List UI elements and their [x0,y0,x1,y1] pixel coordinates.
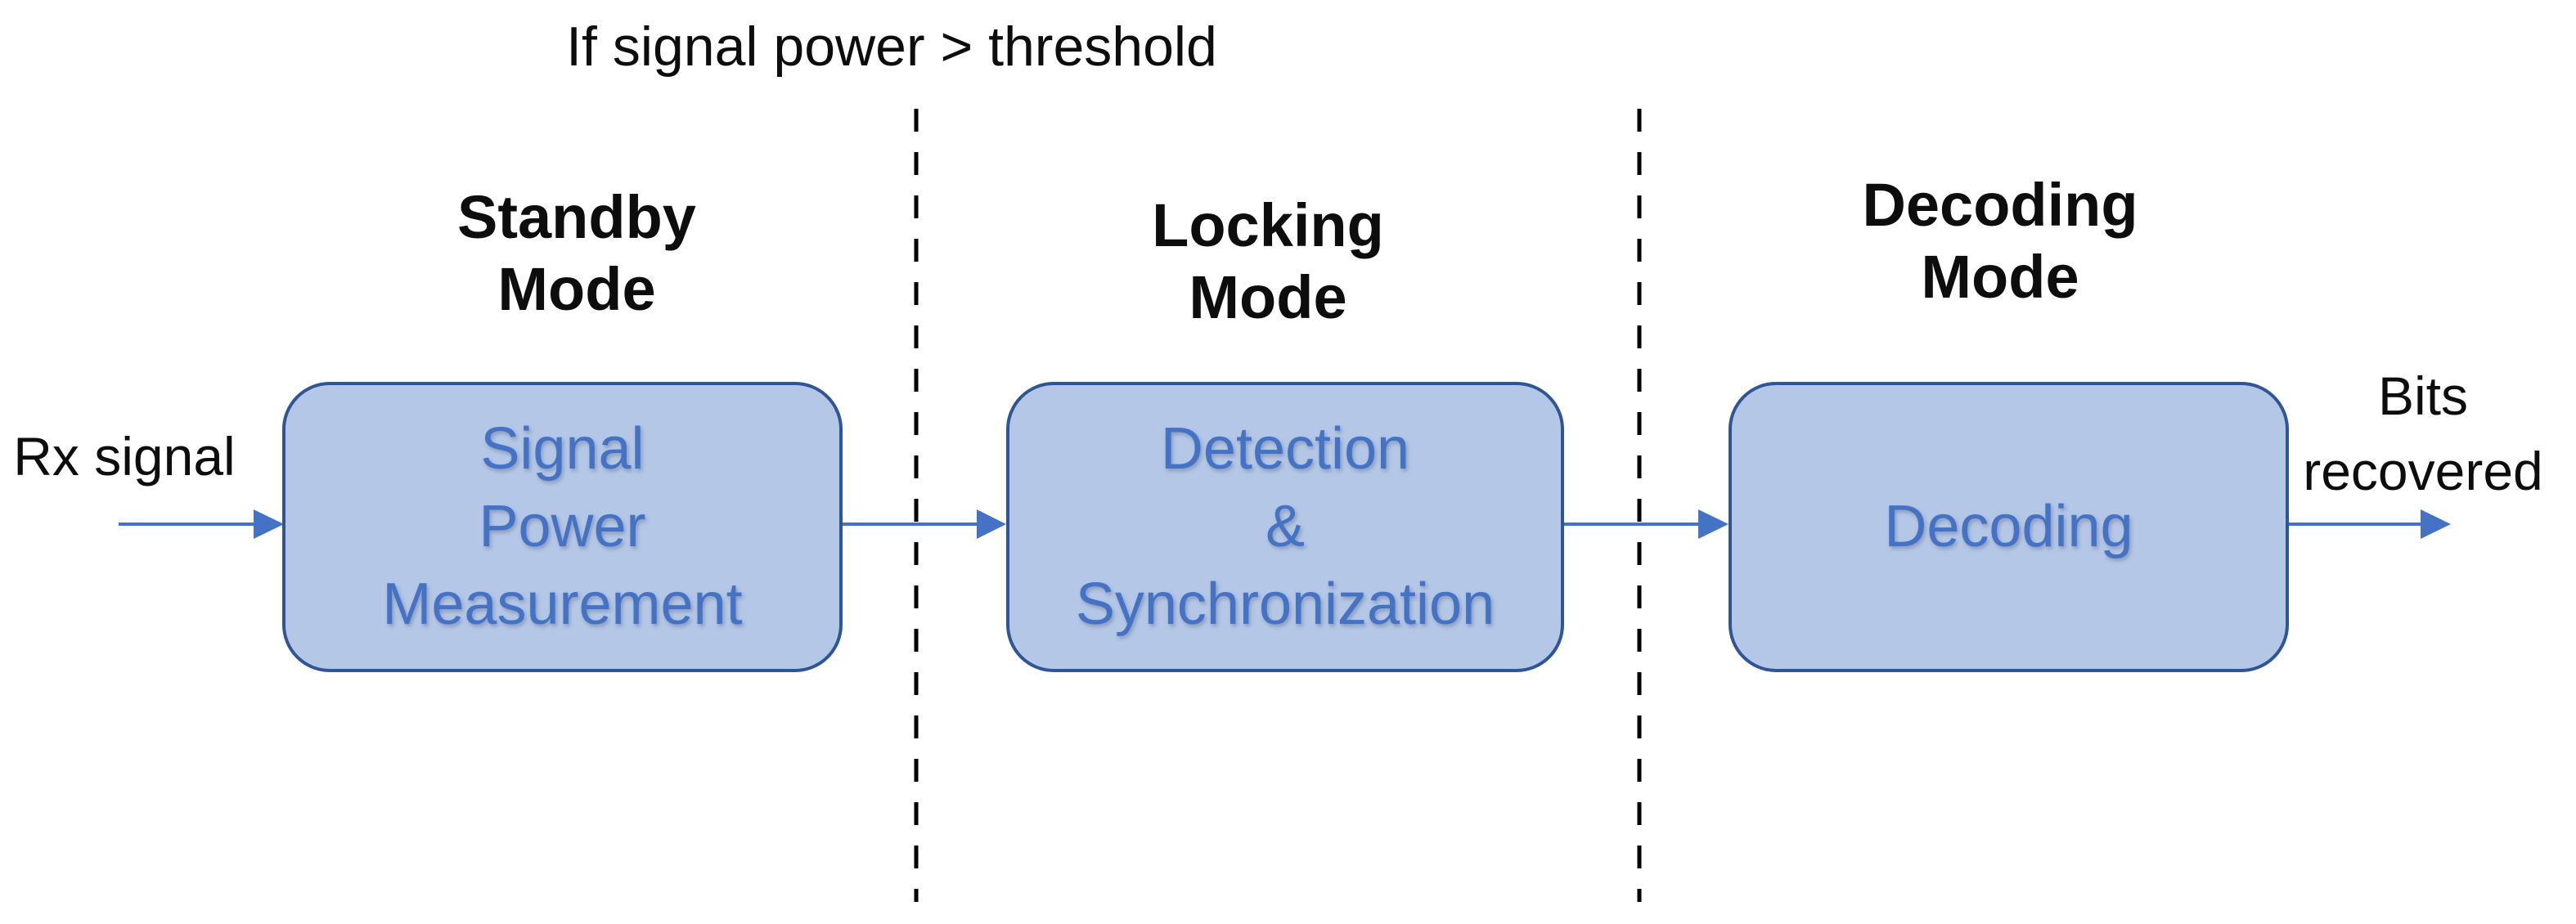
arrowhead-icon [2421,509,2451,539]
block-detection-synchronization: Detection & Synchronization [1006,382,1564,672]
input-signal-label: Rx signal [13,426,236,487]
transition-condition-label: If signal power > threshold [566,16,1217,78]
block-decoding: Decoding [1729,382,2289,672]
mode-label-locking: Locking Mode [1152,191,1384,331]
output-bits-label: Bits recovered [2303,366,2543,501]
arrowhead-icon [1698,509,1729,539]
block-signal-power-measurement: Signal Power Measurement [282,382,843,672]
arrow-block1-to-block2 [843,509,1006,539]
arrow-block2-to-block3 [1564,509,1729,539]
mode-label-decoding: Decoding Mode [1862,171,2138,311]
input-arrow [119,509,284,539]
block-label: Detection & Synchronization [1075,416,1495,637]
output-arrow [2289,509,2451,539]
arrowhead-icon [254,509,284,539]
block-label: Decoding [1884,494,2133,559]
arrowhead-icon [977,509,1006,539]
block-label: Signal Power Measurement [382,416,743,637]
mode-label-standby: Standby Mode [457,183,696,323]
